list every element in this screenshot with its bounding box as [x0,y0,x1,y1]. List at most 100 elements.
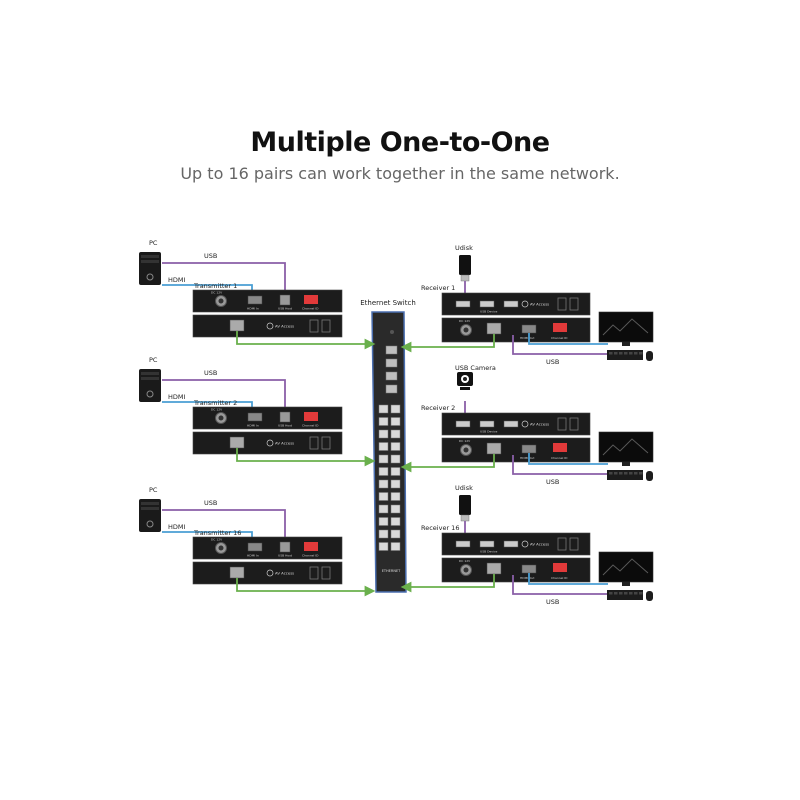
usb-label: USB [546,478,559,486]
device-label: Udisk [455,244,473,252]
usb-device-port [479,420,495,428]
ethernet-port [390,492,401,501]
rj45-port [229,566,245,579]
channel-dip-switch [304,295,318,304]
brand-label: AV Access [275,571,294,576]
brand-logo-icon [521,540,529,548]
ethernet-port [390,479,401,489]
ethernet-port [390,542,401,551]
receiver-rear-panel: DC 12V HDMI Out Channel ID [441,437,591,463]
usb-device-port [503,540,519,548]
usb-cable [162,379,286,413]
ethernet-port [378,454,389,464]
switch-label: Ethernet Switch [360,299,416,307]
channel-dip-switch [553,323,567,332]
sfp-port [385,358,398,368]
usb-cable [162,262,286,296]
ethernet-port [390,517,401,526]
brand-logo-icon [266,322,274,330]
monitor-icon [598,311,654,346]
monitor-icon [598,431,654,466]
hdmi-in-label: HDMI In [247,307,259,311]
monitor-icon [598,551,654,586]
channel-dip-switch [304,542,318,551]
ethernet-port [378,479,389,489]
dc-label: DC 12V [459,319,471,323]
ethernet-port [390,467,401,476]
diagram-subtitle: Up to 16 pairs can work together in the … [180,164,620,183]
dc-label: DC 12V [211,538,223,542]
usb-host-port [279,294,291,306]
receiver-name: Receiver 16 [421,524,459,532]
channel-id-label: Channel ID [551,336,568,340]
ethernet-port [378,404,389,414]
transmitter-rear-panel: AV Access [192,314,343,338]
transmitter-rear-panel: AV Access [192,561,343,585]
pc-tower-icon [139,252,161,285]
ethernet-cable [236,448,376,467]
rj45-port [229,319,245,332]
usb-label: USB [204,252,217,260]
usb-device-label: USB Device [480,550,498,554]
hdmi-cable [528,333,608,345]
hdmi-out-label: HDMI Out [520,456,535,460]
dc-label: DC 12V [459,559,471,563]
channel-dip-switch [304,412,318,421]
usb-device-port [479,300,495,308]
channel-id-label: Channel ID [302,424,319,428]
device-label: USB Camera [455,364,496,372]
usb-label: USB [204,369,217,377]
receiver-front-panel: USB Device AV Access [441,532,591,556]
pc-tower-icon [139,369,161,402]
ethernet-cable [400,334,495,353]
transmitter-name: Transmitter 1 [193,282,237,290]
hdmi-in-port [247,295,263,305]
keyboard-mouse-icon [607,590,653,601]
ethernet-cable [400,574,495,593]
ethernet-port [390,454,401,464]
usb-cable [512,335,607,355]
usb-host-label: USB Host [278,424,293,428]
hdmi-cable [528,453,608,465]
brand-logo-icon [521,420,529,428]
channel-dip-switch [553,443,567,452]
channel-id-label: Channel ID [302,307,319,311]
channel-id-label: Channel ID [551,456,568,460]
rj45-port [486,322,502,335]
brand-label: AV Access [530,542,549,547]
ethernet-port [378,492,389,501]
transmitter-rear-panel: AV Access [192,431,343,455]
rj45-port [486,562,502,575]
brand-label: AV Access [530,422,549,427]
channel-id-label: Channel ID [302,554,319,558]
ethernet-port [390,404,401,414]
usb-cable [512,455,607,475]
dc-label: DC 12V [211,291,223,295]
usb-label: USB [204,499,217,507]
pc-label: PC [149,356,158,364]
ethernet-port [378,442,389,451]
keyboard-mouse-icon [607,470,653,481]
brand-logo-icon [266,569,274,577]
usb-device-port [503,300,519,308]
hdmi-in-port [247,542,263,552]
usb-stick-icon [459,495,471,522]
usb-host-label: USB Host [278,554,293,558]
ethernet-port [378,529,389,539]
usb-device-label: USB Device [480,310,498,314]
usb-device-port [479,540,495,548]
dc-label: DC 12V [459,439,471,443]
pc-label: PC [149,486,158,494]
usb-device-port [455,420,471,428]
usb-device-port [503,420,519,428]
usb-stick-icon [459,255,471,282]
hdmi-label: HDMI [168,276,186,284]
